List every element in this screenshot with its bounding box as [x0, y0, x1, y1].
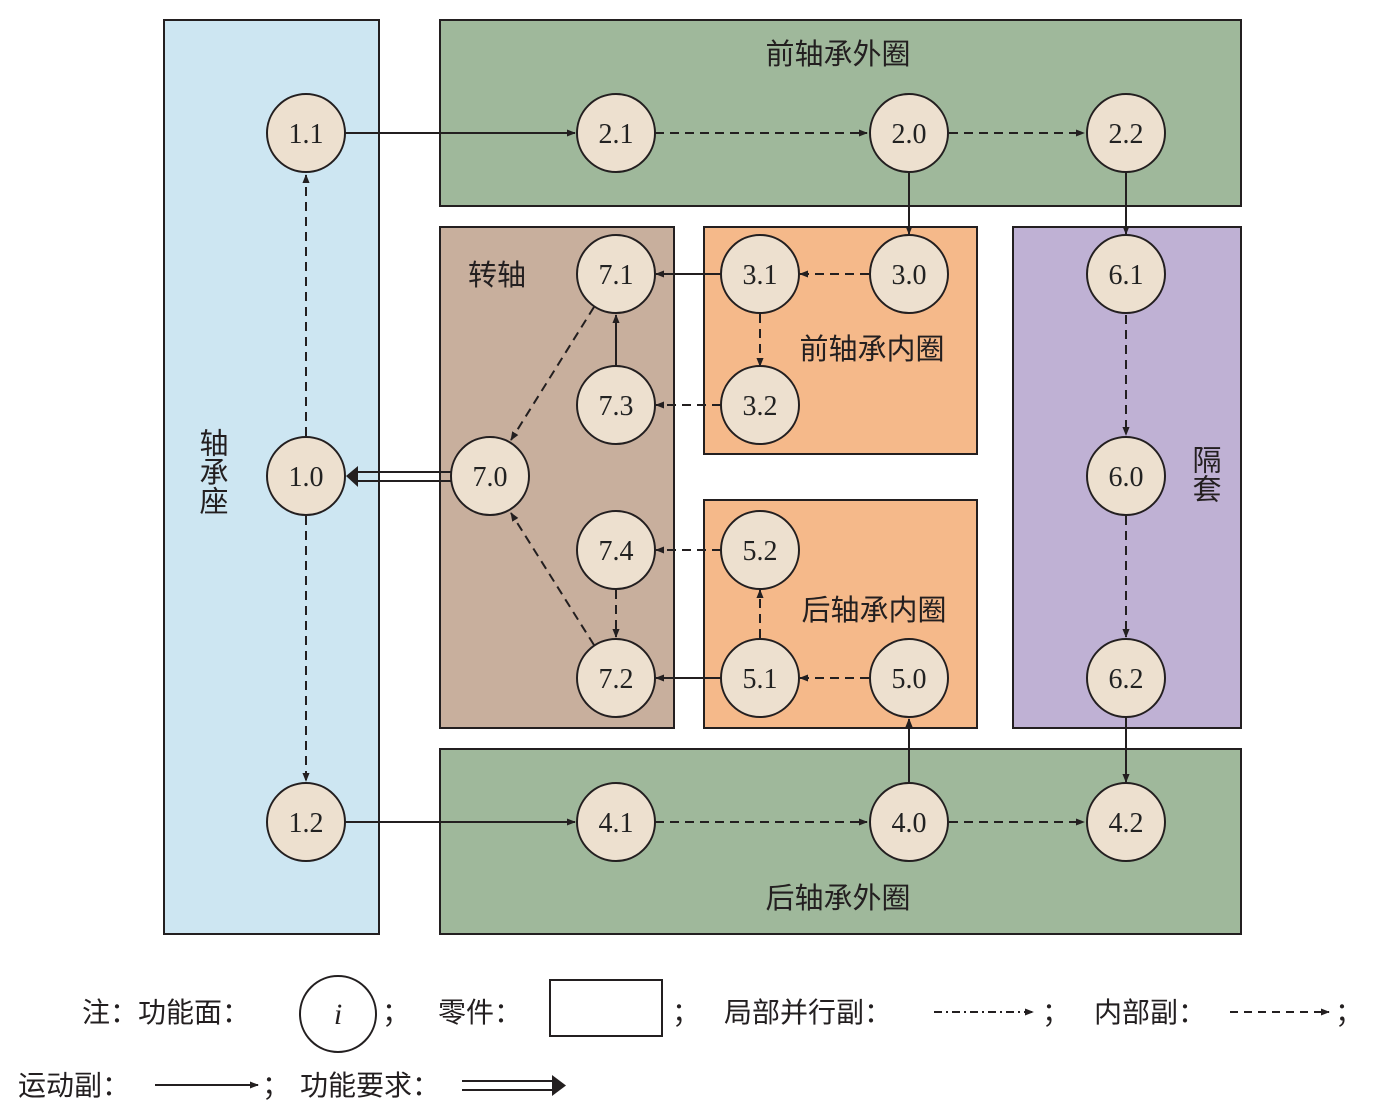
legend-sep-5: ；	[262, 1069, 290, 1102]
node-2.0: 2.0	[869, 93, 949, 173]
node-3.0: 3.0	[869, 234, 949, 314]
svg-text:3.2: 3.2	[743, 391, 778, 422]
legend-function-req-label: 功能要求：	[300, 1069, 440, 1102]
svg-text:6.2: 6.2	[1109, 664, 1144, 695]
svg-text:4.0: 4.0	[892, 808, 927, 839]
node-5.1: 5.1	[720, 638, 800, 718]
legend-sep-4: ；	[1335, 996, 1363, 1029]
node-6.0: 6.0	[1086, 436, 1166, 516]
label-shaft: 转轴	[468, 258, 526, 292]
node-1.1: 1.1	[266, 93, 346, 173]
svg-text:1.1: 1.1	[289, 119, 324, 150]
svg-text:7.3: 7.3	[599, 391, 634, 422]
svg-text:7.0: 7.0	[473, 462, 508, 493]
svg-text:5.2: 5.2	[743, 536, 778, 567]
node-1.2: 1.2	[266, 782, 346, 862]
svg-text:7.4: 7.4	[599, 536, 634, 567]
svg-text:6.1: 6.1	[1109, 260, 1144, 291]
node-4.2: 4.2	[1086, 782, 1166, 862]
node-5.0: 5.0	[869, 638, 949, 718]
svg-text:5.0: 5.0	[892, 664, 927, 695]
node-7.4: 7.4	[576, 510, 656, 590]
legend-sep-1: ；	[382, 996, 410, 1029]
node-7.2: 7.2	[576, 638, 656, 718]
legend-sep-3: ；	[1042, 996, 1070, 1029]
node-7.0: 7.0	[450, 436, 530, 516]
node-2.2: 2.2	[1086, 93, 1166, 173]
svg-text:7.1: 7.1	[599, 260, 634, 291]
node-3.2: 3.2	[720, 365, 800, 445]
legend-motion-label: 运动副：	[18, 1069, 130, 1102]
node-1.0: 1.0	[266, 436, 346, 516]
svg-text:3.0: 3.0	[892, 260, 927, 291]
svg-text:i: i	[334, 998, 342, 1031]
legend-function-req-symbol	[462, 1075, 566, 1096]
legend-local-parallel-label: 局部并行副：	[724, 996, 892, 1029]
node-2.1: 2.1	[576, 93, 656, 173]
node-4.1: 4.1	[576, 782, 656, 862]
legend-part-label: 零件：	[438, 996, 522, 1029]
label-bearing-seat: 轴承座	[195, 428, 229, 515]
svg-text:6.0: 6.0	[1109, 462, 1144, 493]
svg-text:2.1: 2.1	[599, 119, 634, 150]
edge-7.0-1.0-function-requirement	[346, 466, 451, 487]
legend-sep-2: ；	[672, 996, 700, 1029]
svg-text:4.2: 4.2	[1109, 808, 1144, 839]
node-4.0: 4.0	[869, 782, 949, 862]
legend-part-symbol	[549, 979, 663, 1037]
legend-surface-symbol: i	[299, 975, 377, 1053]
node-6.1: 6.1	[1086, 234, 1166, 314]
edge-7.1-7.0	[510, 306, 595, 441]
legend-internal-label: 内部副：	[1094, 996, 1206, 1029]
svg-text:5.1: 5.1	[743, 664, 778, 695]
legend: 注：功能面： i ； 零件： ； 局部并行副： ； 内部副： ； 运动副： ； …	[18, 975, 1363, 1102]
node-6.2: 6.2	[1086, 638, 1166, 718]
legend-note-surface-label: 注：功能面：	[82, 996, 250, 1029]
svg-text:2.2: 2.2	[1109, 119, 1144, 150]
label-front-inner-ring: 前轴承内圈	[799, 332, 944, 366]
label-front-outer-ring: 前轴承外圈	[765, 37, 910, 71]
svg-text:2.0: 2.0	[892, 119, 927, 150]
node-7.3: 7.3	[576, 365, 656, 445]
node-3.1: 3.1	[720, 234, 800, 314]
svg-text:3.1: 3.1	[743, 260, 778, 291]
node-7.1: 7.1	[576, 234, 656, 314]
label-rear-outer-ring: 后轴承外圈	[765, 881, 910, 915]
svg-text:1.0: 1.0	[289, 462, 324, 493]
svg-text:7.2: 7.2	[599, 664, 634, 695]
svg-text:4.1: 4.1	[599, 808, 634, 839]
label-rear-inner-ring: 后轴承内圈	[801, 593, 946, 627]
svg-text:1.2: 1.2	[289, 808, 324, 839]
node-5.2: 5.2	[720, 510, 800, 590]
label-spacer: 隔套	[1188, 445, 1222, 503]
edge-7.2-7.0	[510, 512, 595, 646]
